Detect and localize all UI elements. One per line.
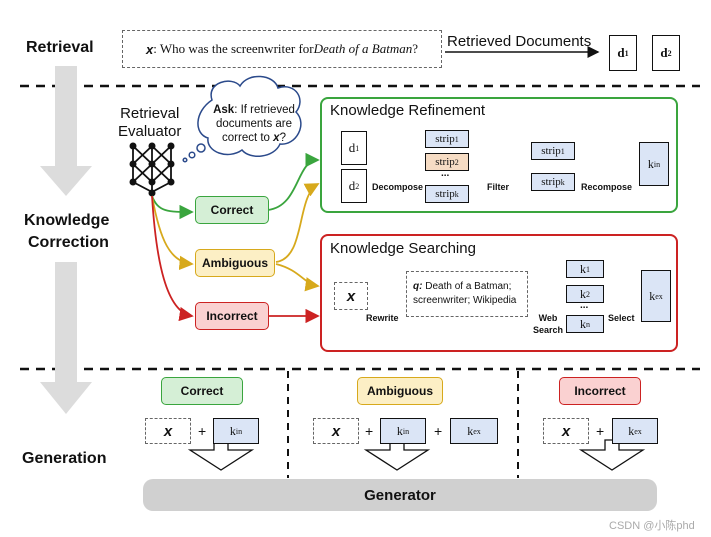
ask-thought-bubble	[182, 75, 302, 163]
query-var: x	[146, 41, 154, 57]
action-incorrect: Incorrect	[195, 302, 269, 330]
gen-correct-pill: Correct	[161, 377, 243, 405]
web-search-label: Web Search	[533, 313, 564, 335]
generator-label: Generator	[364, 486, 436, 504]
stage-correction-label: Correction	[28, 234, 109, 251]
gen-incorrect-plus: +	[596, 423, 605, 439]
rewrite-label: Rewrite	[366, 313, 399, 323]
query-title: Death of a Batman	[313, 41, 413, 56]
filter-label: Filter	[487, 182, 510, 192]
gen-incorrect-pill: Incorrect	[559, 377, 641, 405]
search-query-x: x	[334, 282, 368, 310]
stage-generation-label: Generation	[22, 450, 107, 467]
query-prefix: : Who was the screenwriter for	[153, 41, 314, 56]
gen-correct-x: x	[145, 418, 191, 444]
generator-bar	[143, 479, 657, 511]
ask-bubble-text: Ask: If retrieved documents are correct …	[213, 104, 295, 144]
knowledge-refinement-panel	[320, 97, 678, 213]
stage-flow-arrows	[40, 66, 92, 414]
query-box: x: Who was the screenwriter for Death of…	[122, 30, 442, 68]
retrieval-evaluator-title: Retrieval Evaluator	[118, 105, 182, 140]
select-label: Select	[608, 313, 635, 323]
action-correct: Correct	[195, 196, 269, 224]
gen-ambiguous-plus-1: +	[365, 423, 374, 439]
decompose-label: Decompose	[372, 182, 424, 192]
k-ellipsis: ...	[580, 300, 589, 311]
gen-ambiguous-pill: Ambiguous	[357, 377, 443, 405]
knowledge-refinement-title: Knowledge Refinement	[330, 102, 486, 119]
retrieved-documents-label: Retrieved Documents	[447, 33, 592, 50]
gen-ambiguous-x: x	[313, 418, 359, 444]
stage-knowledge-label: Knowledge	[24, 212, 110, 229]
action-ambiguous: Ambiguous	[195, 249, 275, 277]
search-keywords-box: q: Death of a Batman; screenwriter; Wiki…	[406, 271, 528, 317]
gen-correct-plus: +	[198, 423, 207, 439]
watermark: CSDN @小陈phd	[609, 520, 695, 532]
strip-ellipsis: ...	[441, 168, 450, 179]
evaluator-network-icon	[132, 145, 172, 193]
gen-ambiguous-plus-2: +	[434, 423, 443, 439]
knowledge-searching-title: Knowledge Searching	[330, 240, 476, 257]
query-suffix: ?	[412, 41, 418, 56]
recompose-label: Recompose	[581, 182, 633, 192]
stage-retrieval-label: Retrieval	[26, 39, 94, 56]
gen-incorrect-x: x	[543, 418, 589, 444]
